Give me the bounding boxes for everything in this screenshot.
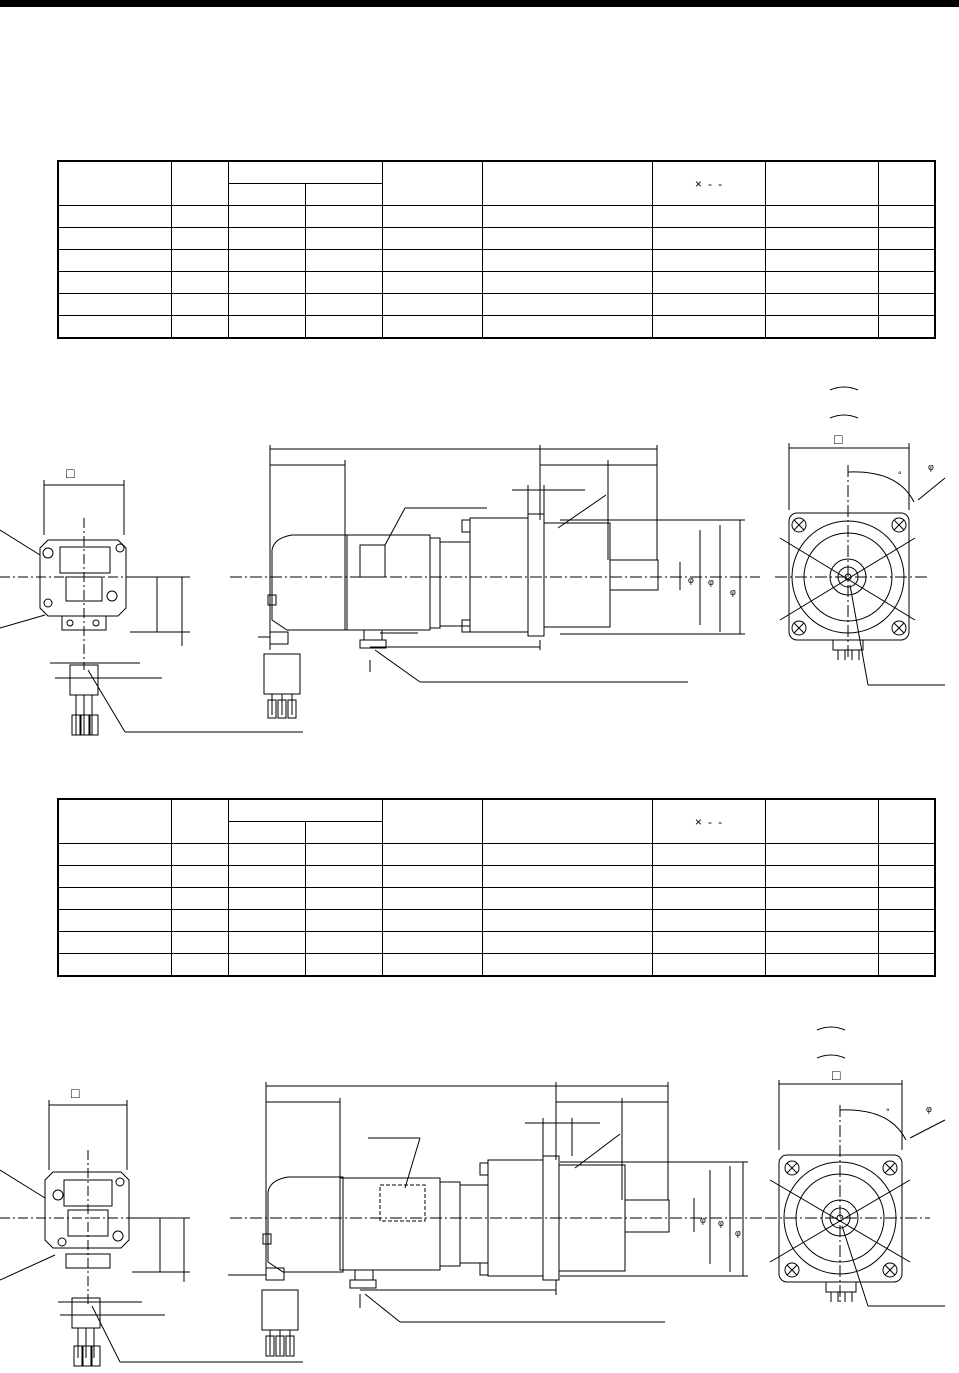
header-col5 (381, 160, 483, 206)
phi-symbol: φ (735, 1228, 741, 1238)
degree-symbol: ° (898, 470, 902, 480)
phi-symbol: φ (700, 1215, 706, 1225)
header-col2 (170, 798, 229, 844)
flange-front-view (765, 1026, 946, 1307)
header-col8 (764, 798, 879, 844)
dash-glyph: - (718, 176, 723, 191)
table-row (57, 865, 936, 888)
encoder-end-view (0, 1100, 303, 1367)
header-col6 (481, 160, 653, 206)
square-symbol: □ (66, 465, 75, 481)
table-row (57, 271, 936, 294)
dash-glyph: - (718, 814, 723, 829)
header-col6 (481, 798, 653, 844)
header-sub-2 (304, 821, 383, 844)
table-row (57, 843, 936, 866)
square-symbol: □ (71, 1085, 80, 1101)
square-symbol: □ (834, 431, 843, 447)
table-row (57, 909, 936, 932)
spec-table-2: × - - (57, 798, 936, 977)
header-sub-1 (227, 183, 306, 206)
phi-symbol: φ (928, 462, 934, 472)
table-row (57, 315, 936, 339)
motor-drawing-1: □ □ ° φ φ φ φ (0, 386, 946, 736)
table-row (57, 227, 936, 250)
phi-symbol: φ (926, 1104, 932, 1114)
header-sub-2 (304, 183, 383, 206)
header-group (227, 160, 383, 184)
top-rule (0, 0, 959, 7)
phi-symbol: φ (730, 587, 736, 597)
header-col5 (381, 798, 483, 844)
spec-table-1: × - - (57, 160, 936, 339)
times-glyph: × (694, 176, 702, 191)
dash-glyph: - (708, 176, 712, 191)
square-symbol: □ (832, 1067, 841, 1083)
table-row (57, 293, 936, 316)
motor-drawing-2: □ □ ° φ φ φ φ (0, 1026, 946, 1367)
header-mass (877, 798, 936, 844)
degree-symbol: ° (886, 1107, 890, 1117)
header-model (57, 160, 172, 206)
header-model (57, 798, 172, 844)
phi-symbol: φ (688, 575, 694, 585)
header-col2 (170, 160, 229, 206)
table-row (57, 205, 936, 228)
phi-symbol: φ (718, 1218, 724, 1228)
table-row (57, 953, 936, 977)
motor-side-view (230, 445, 760, 719)
phi-symbol: φ (708, 577, 714, 587)
table-row (57, 931, 936, 954)
flange-front-view (775, 386, 946, 686)
header-col8 (764, 160, 879, 206)
table-row (57, 887, 936, 910)
encoder-end-view (0, 480, 303, 736)
header-group (227, 798, 383, 822)
table-row (57, 249, 936, 272)
header-mass (877, 160, 936, 206)
header-inertia: × - - (651, 160, 766, 206)
motor-side-view (228, 1082, 775, 1357)
header-sub-1 (227, 821, 306, 844)
times-glyph: × (694, 814, 702, 829)
dash-glyph: - (708, 814, 712, 829)
header-inertia: × - - (651, 798, 766, 844)
